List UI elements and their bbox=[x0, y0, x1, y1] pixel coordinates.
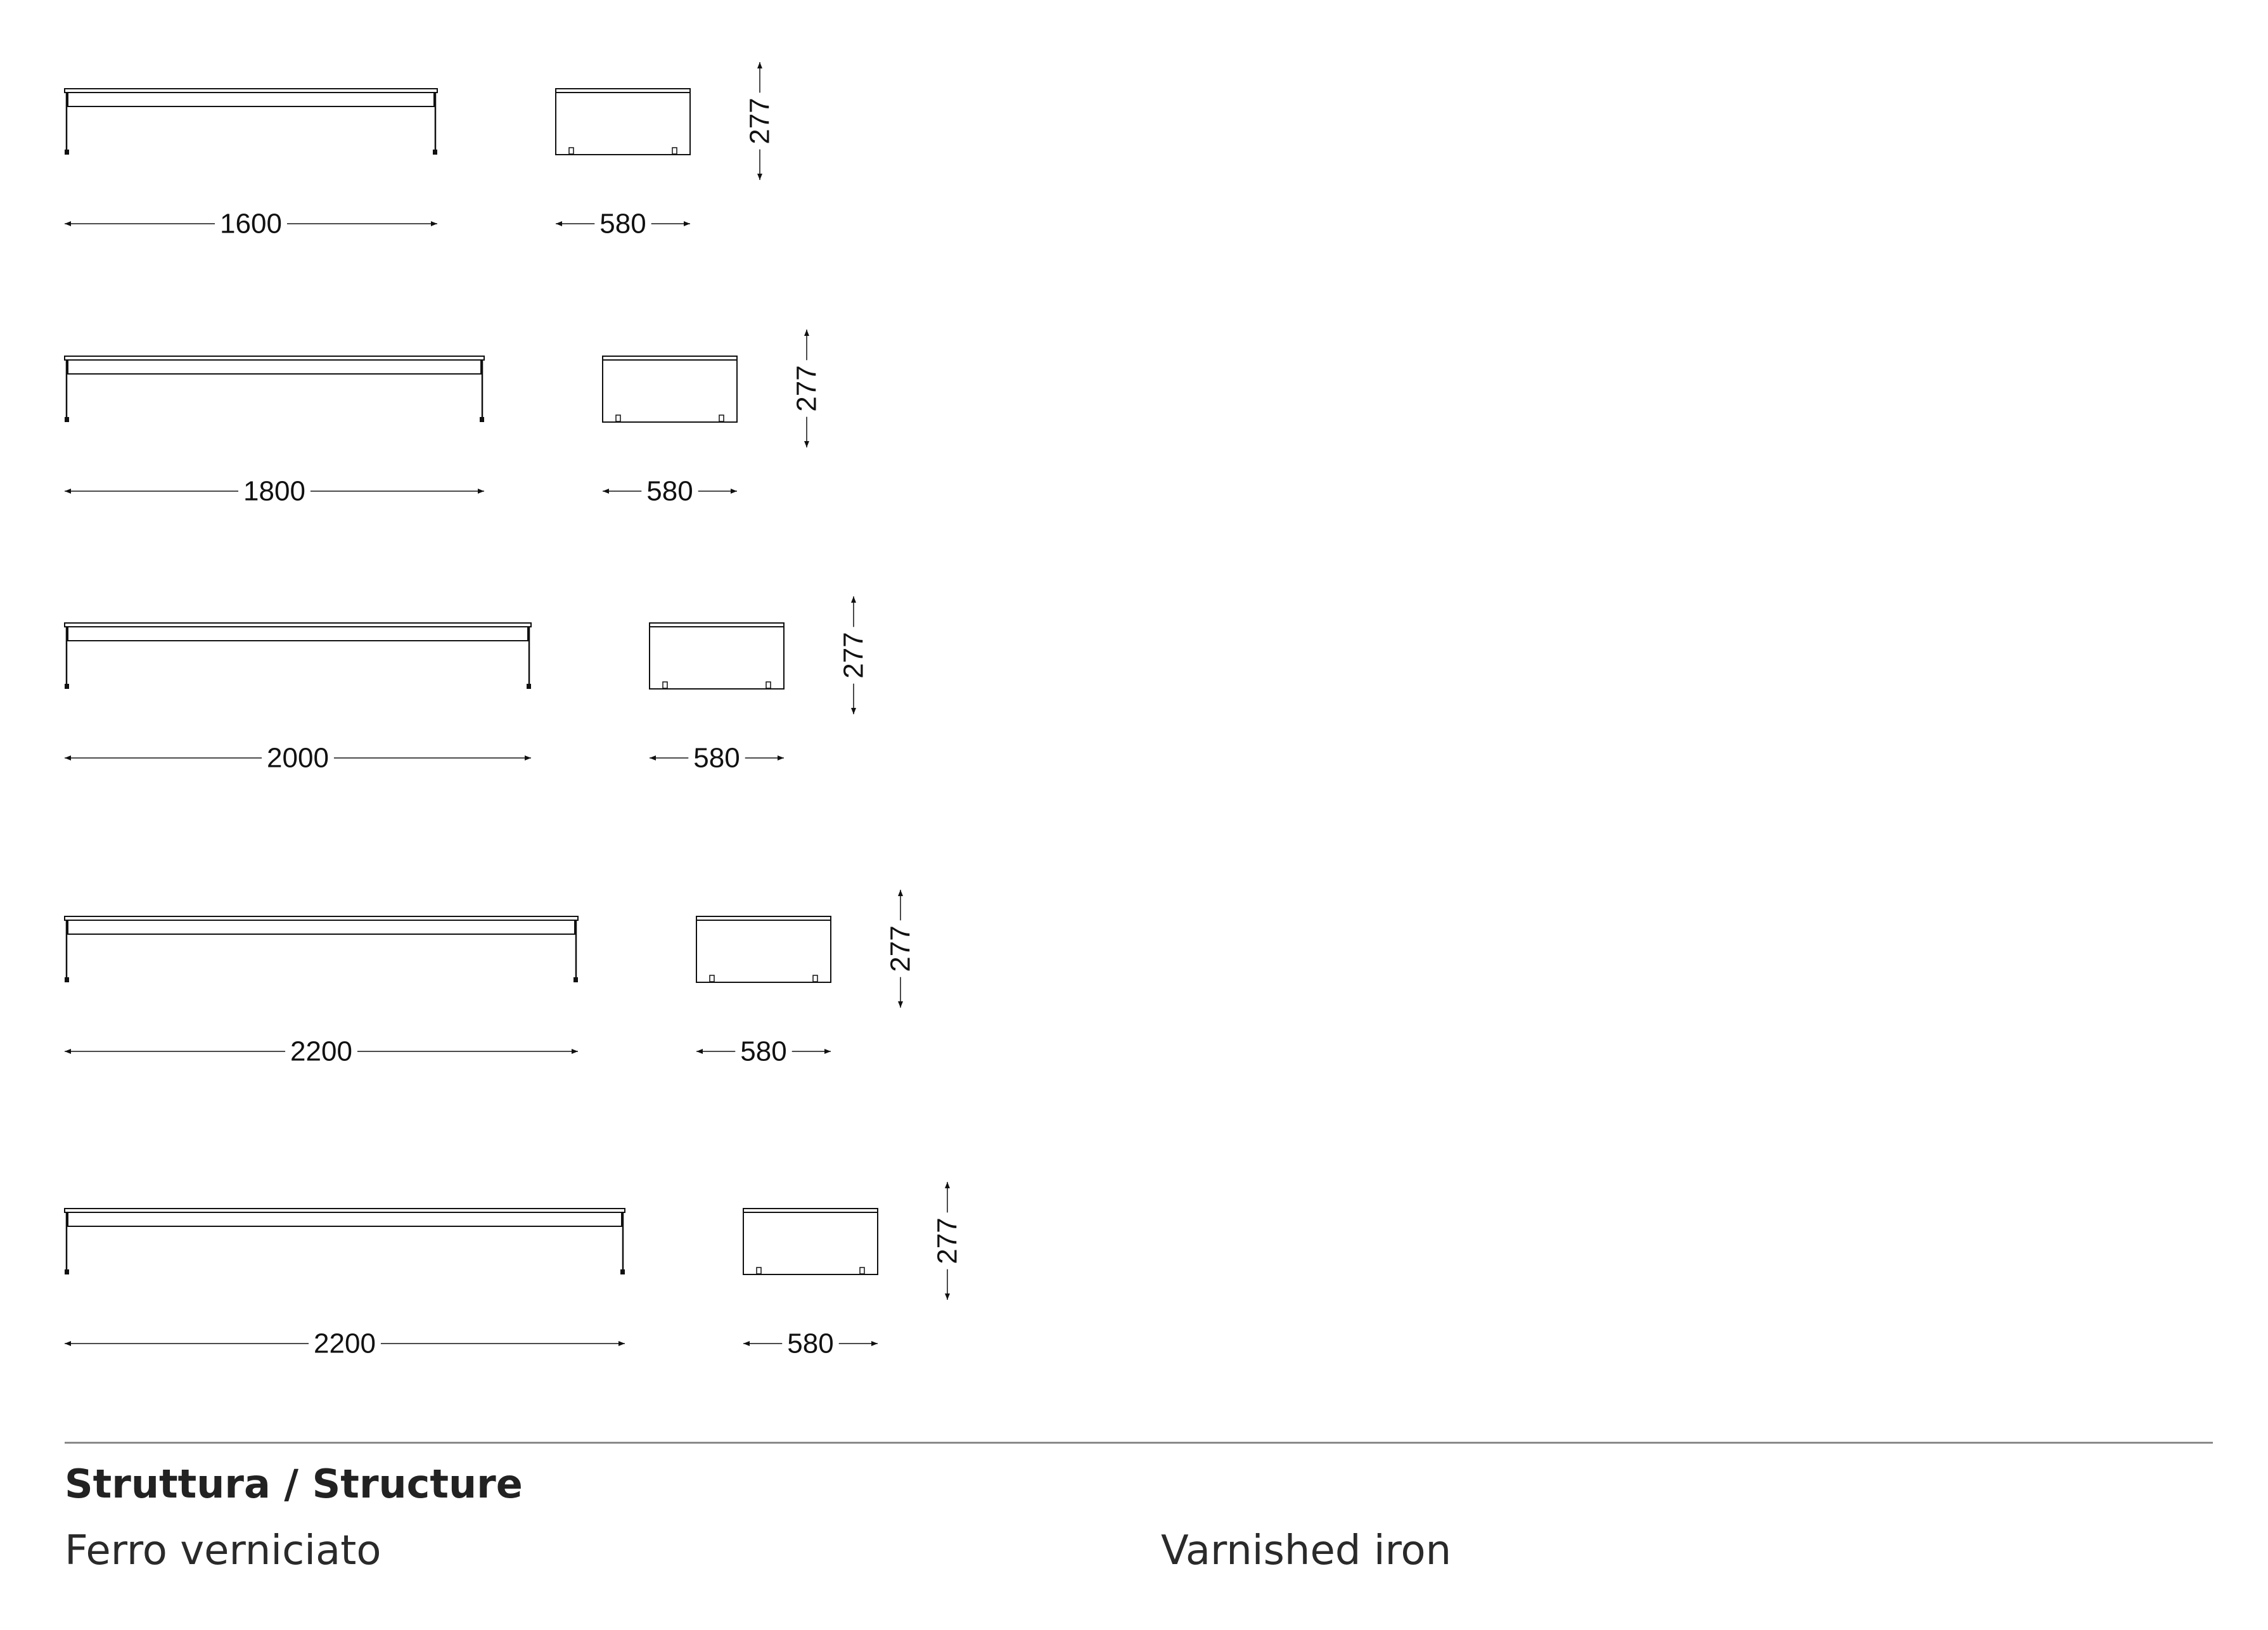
side-outline bbox=[555, 88, 691, 155]
height-dimension-2: 277 bbox=[791, 330, 823, 447]
left-foot bbox=[65, 684, 69, 689]
side-foot-left bbox=[756, 1267, 762, 1274]
width-label: 1800 bbox=[243, 476, 305, 507]
side-outline bbox=[696, 916, 831, 983]
depth-label: 580 bbox=[693, 743, 740, 774]
width-label: 2200 bbox=[314, 1328, 376, 1359]
depth-dimension-2: 580 bbox=[603, 475, 737, 507]
width-dimension-1: 1600 bbox=[65, 208, 437, 240]
width-label: 2000 bbox=[267, 743, 329, 774]
depth-label: 580 bbox=[646, 476, 693, 507]
height-label-gap bbox=[885, 920, 916, 977]
side-outline bbox=[743, 1208, 878, 1275]
side-foot-right bbox=[859, 1267, 865, 1274]
width-label-gap bbox=[285, 1036, 357, 1067]
front-view-2 bbox=[64, 356, 485, 422]
width-label: 1600 bbox=[220, 209, 282, 240]
front-view-3 bbox=[64, 622, 532, 689]
side-foot-left bbox=[709, 975, 715, 982]
width-label-gap bbox=[262, 742, 334, 774]
side-foot-left bbox=[662, 681, 668, 689]
height-label: 277 bbox=[932, 1217, 963, 1264]
side-view-1 bbox=[555, 88, 691, 155]
bench-row-4: 2200 580 277 bbox=[64, 890, 916, 1067]
left-foot bbox=[65, 977, 69, 982]
width-dimension-3: 2000 bbox=[65, 742, 531, 774]
height-label: 277 bbox=[838, 632, 869, 678]
depth-label-gap bbox=[782, 1328, 839, 1359]
material-english: Varnished iron bbox=[1161, 1527, 1452, 1574]
front-view-1 bbox=[64, 88, 438, 155]
width-dimension-2: 1800 bbox=[65, 475, 484, 507]
left-foot bbox=[65, 150, 69, 155]
depth-label: 580 bbox=[599, 209, 646, 240]
depth-label: 580 bbox=[787, 1328, 833, 1359]
depth-label-gap bbox=[594, 208, 651, 240]
bench-row-1: 1600 580 277 bbox=[64, 62, 776, 240]
bench-apron bbox=[67, 626, 529, 641]
height-dimension-3: 277 bbox=[838, 596, 869, 714]
right-foot bbox=[433, 150, 437, 155]
width-label-gap bbox=[309, 1328, 381, 1359]
side-foot-right bbox=[672, 147, 677, 155]
height-label: 277 bbox=[885, 925, 916, 972]
right-foot bbox=[573, 977, 578, 982]
width-label-gap bbox=[215, 208, 287, 240]
side-foot-left bbox=[568, 147, 574, 155]
side-outline bbox=[602, 356, 738, 423]
side-foot-right bbox=[719, 414, 724, 422]
depth-dimension-1: 580 bbox=[556, 208, 690, 240]
depth-dimension-3: 580 bbox=[650, 742, 784, 774]
depth-label: 580 bbox=[740, 1036, 786, 1067]
material-italian: Ferro verniciato bbox=[65, 1527, 381, 1574]
bench-row-3: 2000 580 277 bbox=[64, 596, 869, 774]
height-dimension-5: 277 bbox=[932, 1182, 963, 1300]
height-label-gap bbox=[932, 1212, 963, 1269]
width-label: 2200 bbox=[290, 1036, 352, 1067]
height-label-gap bbox=[744, 93, 776, 150]
right-foot bbox=[620, 1269, 625, 1274]
front-view-4 bbox=[64, 916, 579, 982]
depth-dimension-4: 580 bbox=[696, 1036, 831, 1067]
bench-row-2: 1800 580 277 bbox=[64, 330, 823, 507]
footer-divider bbox=[65, 1442, 2213, 1444]
right-foot bbox=[527, 684, 531, 689]
structure-title: Struttura / Structure bbox=[65, 1461, 523, 1507]
width-dimension-4: 2200 bbox=[65, 1036, 578, 1067]
height-dimension-4: 277 bbox=[885, 890, 916, 1008]
bench-apron bbox=[67, 92, 435, 107]
side-outline bbox=[649, 622, 785, 690]
front-view-5 bbox=[64, 1208, 625, 1274]
height-label: 277 bbox=[745, 98, 776, 144]
depth-label-gap bbox=[688, 742, 745, 774]
bench-apron bbox=[67, 359, 482, 375]
side-foot-right bbox=[812, 975, 818, 982]
height-label: 277 bbox=[791, 365, 823, 411]
left-foot bbox=[65, 417, 69, 422]
depth-label-gap bbox=[641, 475, 698, 507]
bench-apron bbox=[67, 1212, 622, 1227]
side-view-3 bbox=[649, 622, 785, 690]
side-view-2 bbox=[602, 356, 738, 423]
bench-row-5: 2200 580 277 bbox=[64, 1182, 963, 1359]
side-foot-right bbox=[766, 681, 771, 689]
height-label-gap bbox=[791, 360, 823, 417]
depth-label-gap bbox=[735, 1036, 792, 1067]
side-view-4 bbox=[696, 916, 831, 983]
side-foot-left bbox=[615, 414, 621, 422]
width-label-gap bbox=[238, 475, 311, 507]
left-foot bbox=[65, 1269, 69, 1274]
depth-dimension-5: 580 bbox=[743, 1328, 878, 1359]
right-foot bbox=[480, 417, 484, 422]
bench-apron bbox=[67, 920, 575, 935]
width-dimension-5: 2200 bbox=[65, 1328, 625, 1359]
side-view-5 bbox=[743, 1208, 878, 1275]
height-dimension-1: 277 bbox=[744, 62, 776, 180]
height-label-gap bbox=[838, 627, 869, 684]
